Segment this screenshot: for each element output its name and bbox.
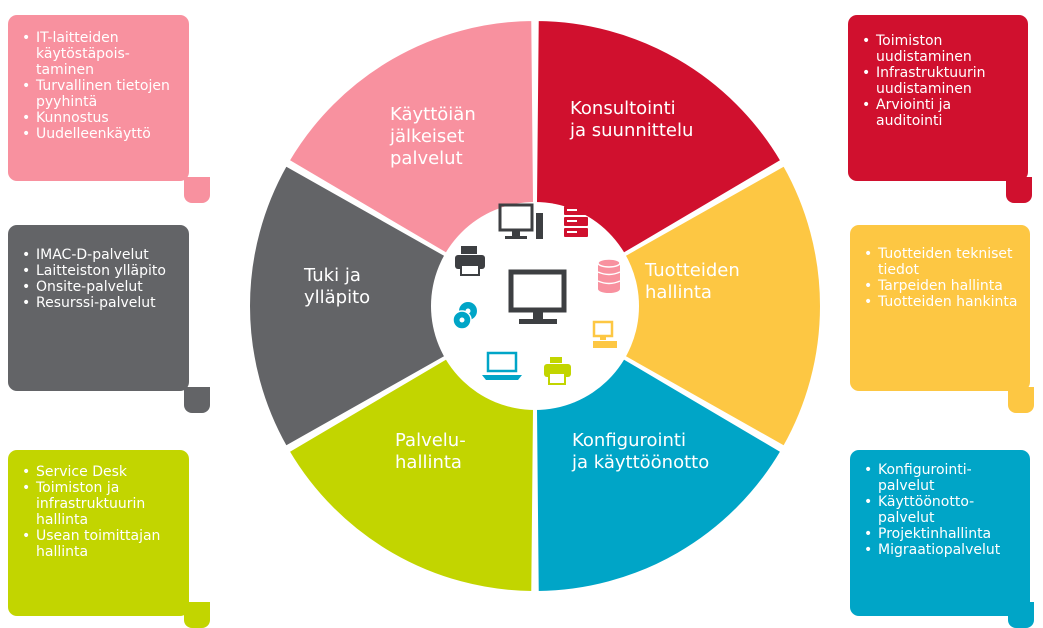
segment-tuki — [248, 164, 538, 448]
list-item: Service Desk — [20, 464, 181, 480]
list-item: Usean toimittajan hallinta — [20, 528, 181, 560]
box-mid-right: Tuotteiden tekniset tiedot Tarpeiden hal… — [850, 225, 1030, 391]
box-tab — [184, 387, 210, 413]
list-item: Resurssi-palvelut — [20, 295, 181, 311]
segment-label-tuotteiden: Tuotteiden hallinta — [645, 260, 740, 303]
list-item: Tuotteiden tekniset tiedot — [862, 246, 1022, 278]
box-list: Konfigurointi-palvelut Käyttöönotto-palv… — [862, 462, 1024, 558]
box-tab — [184, 602, 210, 628]
disc-icon — [452, 302, 477, 330]
list-item: Laitteiston ylläpito — [20, 263, 181, 279]
box-top-left: IT-laitteiden käytöstäpois­taminen Turva… — [8, 15, 189, 181]
box-bot-right: Konfigurointi-palvelut Käyttöönotto-palv… — [850, 450, 1030, 616]
list-item: Tuotteiden hankinta — [862, 294, 1022, 310]
list-item: Toimiston ja infrastruktuurin hallinta — [20, 480, 181, 528]
segment-tuotteiden — [532, 164, 822, 448]
box-top-right: Toimiston uudistaminen Infrastruktuurin … — [848, 15, 1028, 181]
laptop-icon — [482, 351, 522, 380]
box-list: Service Desk Toimiston ja infrastruktuur… — [20, 464, 181, 560]
monitor-icon — [508, 269, 567, 324]
box-bot-left: Service Desk Toimiston ja infrastruktuur… — [8, 450, 189, 616]
printer-small-icon — [544, 357, 571, 385]
segment-label-palvelu: Palvelu- hallinta — [395, 430, 466, 473]
database-icon — [597, 258, 621, 293]
list-item: Uudelleenkäyttö — [20, 126, 181, 142]
desktop-icon — [498, 203, 543, 239]
list-item: IT-laitteiden käytöstäpois­taminen — [20, 30, 181, 78]
center-circle — [431, 202, 639, 410]
box-list: Toimiston uudistaminen Infrastruktuurin … — [860, 33, 1020, 129]
list-item: Turvallinen tietojen pyyhintä — [20, 78, 181, 110]
box-list: Tuotteiden tekniset tiedot Tarpeiden hal… — [862, 246, 1022, 310]
segment-label-tuki: Tuki ja ylläpito — [304, 265, 371, 308]
list-item: Migraatiopalvelut — [862, 542, 1024, 558]
segment-label-kayttoian: Käyttöiän jälkeiset palvelut — [390, 104, 476, 169]
box-tab — [1006, 177, 1032, 203]
list-item: Tarpeiden hallinta — [862, 278, 1022, 294]
printer-icon — [455, 246, 485, 276]
list-item: Infrastruktuurin uudistaminen — [860, 65, 1020, 97]
workstation-icon — [592, 320, 617, 348]
segment-label-konsultointi: Konsultointi ja suunnittelu — [570, 98, 694, 141]
list-item: Onsite-palvelut — [20, 279, 181, 295]
list-item: Konfigurointi-palvelut — [862, 462, 1024, 494]
segment-label-konfigurointi: Konfigurointi ja käyttöönotto — [572, 430, 710, 473]
box-list: IMAC-D-palvelut Laitteiston ylläpito Ons… — [20, 247, 181, 311]
list-item: Toimiston uudistaminen — [860, 33, 1020, 65]
server-icon — [564, 206, 588, 237]
list-item: Arviointi ja auditointi — [860, 97, 1020, 129]
list-item: Projektinhallinta — [862, 526, 1024, 542]
list-item: Käyttöönotto-palvelut — [862, 494, 1024, 526]
box-tab — [1008, 387, 1034, 413]
box-tab — [1008, 602, 1034, 628]
box-list: IT-laitteiden käytöstäpois­taminen Turva… — [20, 30, 181, 142]
list-item: IMAC-D-palvelut — [20, 247, 181, 263]
box-tab — [184, 177, 210, 203]
list-item: Kunnostus — [20, 110, 181, 126]
box-mid-left: IMAC-D-palvelut Laitteiston ylläpito Ons… — [8, 225, 189, 391]
